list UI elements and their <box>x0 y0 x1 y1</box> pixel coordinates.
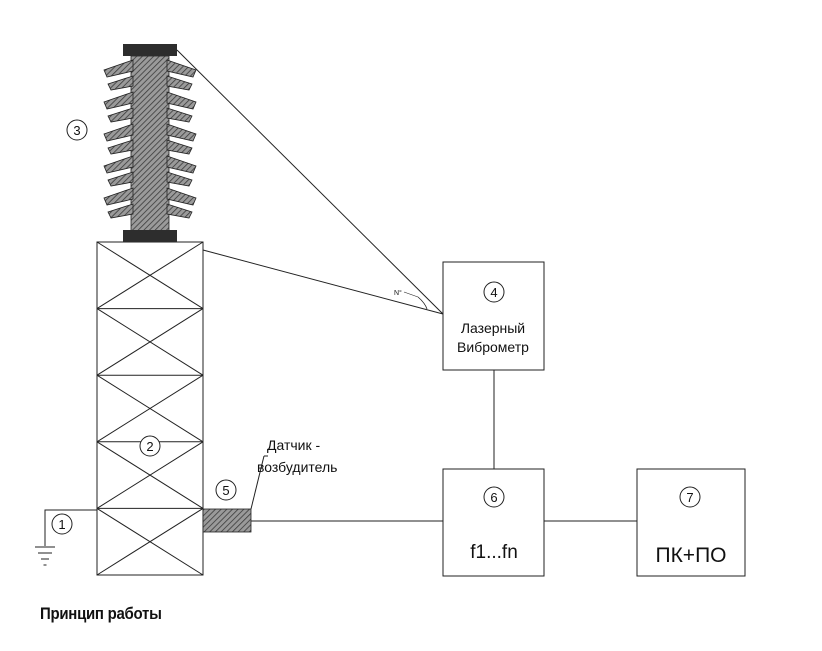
svg-text:f1...fn: f1...fn <box>470 542 518 563</box>
marker-1: 1 <box>51 513 73 535</box>
svg-text:Виброметр: Виброметр <box>457 339 529 355</box>
lattice-tower <box>96 241 204 576</box>
svg-text:N°: N° <box>394 289 402 297</box>
svg-text:3: 3 <box>73 123 80 138</box>
svg-text:Лазерный: Лазерный <box>461 320 525 336</box>
insulator-top-cap <box>123 44 177 56</box>
marker-2: 2 <box>139 435 161 457</box>
svg-text:4: 4 <box>490 285 497 300</box>
ground-symbol <box>35 509 97 566</box>
svg-text:5: 5 <box>222 483 229 498</box>
svg-text:6: 6 <box>490 490 497 505</box>
insulator <box>103 44 197 242</box>
marker-3: 3 <box>66 119 88 141</box>
svg-text:7: 7 <box>686 490 693 505</box>
pc-software-box: 7 ПК+ПО <box>636 468 746 577</box>
laser-beams <box>176 49 444 315</box>
svg-text:1: 1 <box>58 517 65 532</box>
laser-vibrometer-box: 4 Лазерный Виброметр <box>442 261 545 371</box>
exciter-sensor: Датчик - возбудитель <box>202 437 337 533</box>
angle-annotation: N° <box>394 289 428 310</box>
figure-caption: Принцип работы <box>40 604 162 623</box>
svg-text:ПК+ПО: ПК+ПО <box>655 544 726 567</box>
frequency-analyzer-box: 6 f1...fn <box>442 468 545 577</box>
svg-text:Датчик -: Датчик - <box>267 437 321 453</box>
marker-5: 5 <box>215 479 237 501</box>
svg-text:возбудитель: возбудитель <box>257 459 337 475</box>
insulator-bottom-cap <box>123 230 177 242</box>
svg-text:2: 2 <box>146 439 153 454</box>
